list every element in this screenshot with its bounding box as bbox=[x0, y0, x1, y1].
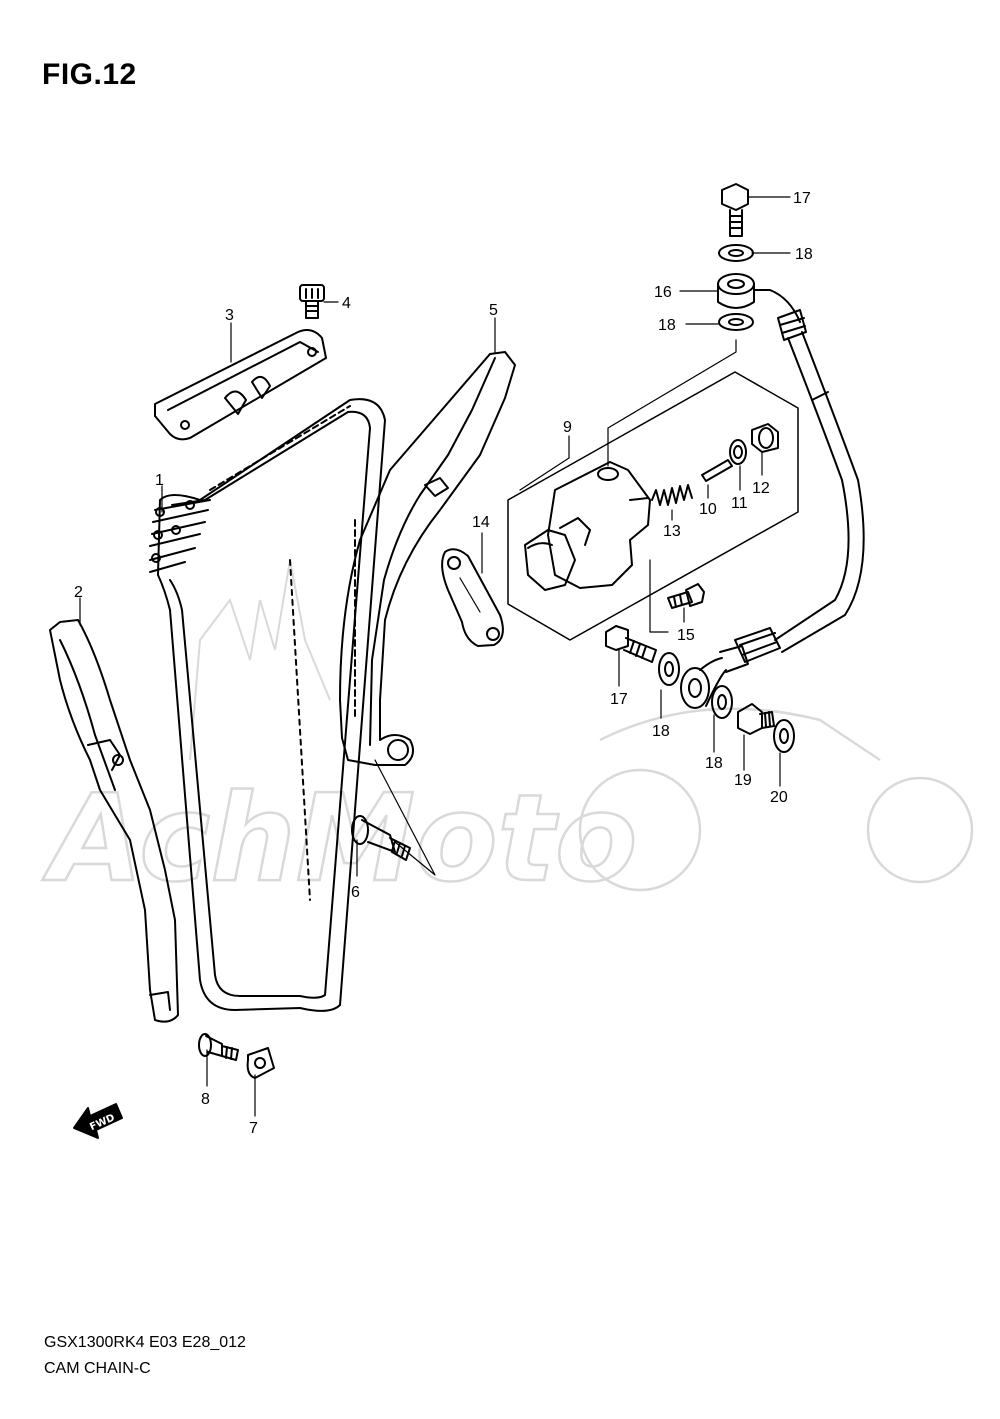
callout-labels: 1 2 3 4 5 6 7 8 9 10 11 12 13 14 15 16 1… bbox=[74, 190, 813, 1137]
callout-18-top: 18 bbox=[795, 246, 813, 263]
part-11-washer bbox=[729, 439, 747, 465]
callout-4: 4 bbox=[342, 295, 351, 312]
part-17-top-banjo-bolt bbox=[721, 183, 749, 237]
part-18-top-washer bbox=[718, 244, 754, 262]
callout-3: 3 bbox=[225, 307, 234, 324]
callout-18-upper: 18 bbox=[658, 317, 676, 334]
part-2-tensioner-guide bbox=[49, 619, 179, 1023]
figure-title: FIG.12 bbox=[42, 58, 137, 91]
part-12-cap-bolt bbox=[751, 423, 779, 453]
leader-6-guide bbox=[374, 759, 436, 876]
part-6-pivot-bolt bbox=[351, 815, 411, 861]
part-15-bolt bbox=[667, 583, 705, 609]
callout-17-lower: 17 bbox=[610, 691, 628, 708]
callout-19: 19 bbox=[734, 772, 752, 789]
callout-20: 20 bbox=[770, 789, 788, 806]
callout-1: 1 bbox=[155, 472, 164, 489]
part-10-rod bbox=[701, 459, 733, 482]
part-16-top-banjo-fitting bbox=[717, 273, 801, 323]
callout-17-top: 17 bbox=[793, 190, 811, 207]
part-9-tensioner-body bbox=[524, 461, 651, 591]
callout-6: 6 bbox=[351, 884, 360, 901]
callout-16: 16 bbox=[654, 284, 672, 301]
hose bbox=[719, 309, 865, 673]
model-code: GSX1300RK4 E03 E28_012 bbox=[44, 1334, 246, 1351]
part-14-gasket bbox=[441, 548, 504, 647]
callout-18-lower-left: 18 bbox=[652, 723, 670, 740]
part-4-bolt bbox=[299, 284, 325, 319]
part-3-chain-guide-plate bbox=[154, 329, 327, 441]
part-13-spring bbox=[651, 484, 693, 506]
watermark-bike-frame bbox=[599, 707, 881, 762]
callout-2: 2 bbox=[74, 584, 83, 601]
part-20-washer bbox=[773, 719, 795, 753]
part-1-cam-chain bbox=[149, 398, 386, 1012]
watermark-wheel-front bbox=[578, 768, 702, 892]
callout-8: 8 bbox=[201, 1091, 210, 1108]
leader-lines bbox=[79, 196, 791, 1117]
part-7-washer-plate bbox=[246, 1047, 275, 1079]
part-19-plug-bolt bbox=[737, 703, 775, 735]
callout-15: 15 bbox=[677, 627, 695, 644]
callout-5: 5 bbox=[489, 302, 498, 319]
part-18-lower-washer-right bbox=[711, 685, 733, 719]
callout-9: 9 bbox=[563, 419, 572, 436]
watermark-skyline bbox=[189, 559, 331, 761]
callout-14: 14 bbox=[472, 514, 490, 531]
watermark-text: AchMoto bbox=[42, 770, 637, 909]
callout-12: 12 bbox=[752, 480, 770, 497]
callout-18-lower-right: 18 bbox=[705, 755, 723, 772]
callout-13: 13 bbox=[663, 523, 681, 540]
part-18-lower-washer-left bbox=[658, 652, 680, 686]
callout-11: 11 bbox=[731, 495, 748, 512]
watermark-wheel-rear bbox=[866, 776, 974, 884]
callout-7: 7 bbox=[249, 1120, 258, 1137]
part-8-guide-bolt bbox=[198, 1033, 239, 1061]
part-18-lower-top-washer bbox=[718, 313, 754, 331]
part-17-lower-banjo-bolt bbox=[605, 625, 657, 663]
diagram-name: CAM CHAIN-C bbox=[44, 1360, 151, 1377]
part-5-chain-guide bbox=[339, 351, 516, 766]
fwd-arrow-icon bbox=[73, 1103, 123, 1139]
callout-10: 10 bbox=[699, 501, 717, 518]
part-9-tensioner-assembly-box bbox=[507, 371, 799, 641]
part-16-lower-banjo-fitting bbox=[680, 657, 727, 709]
